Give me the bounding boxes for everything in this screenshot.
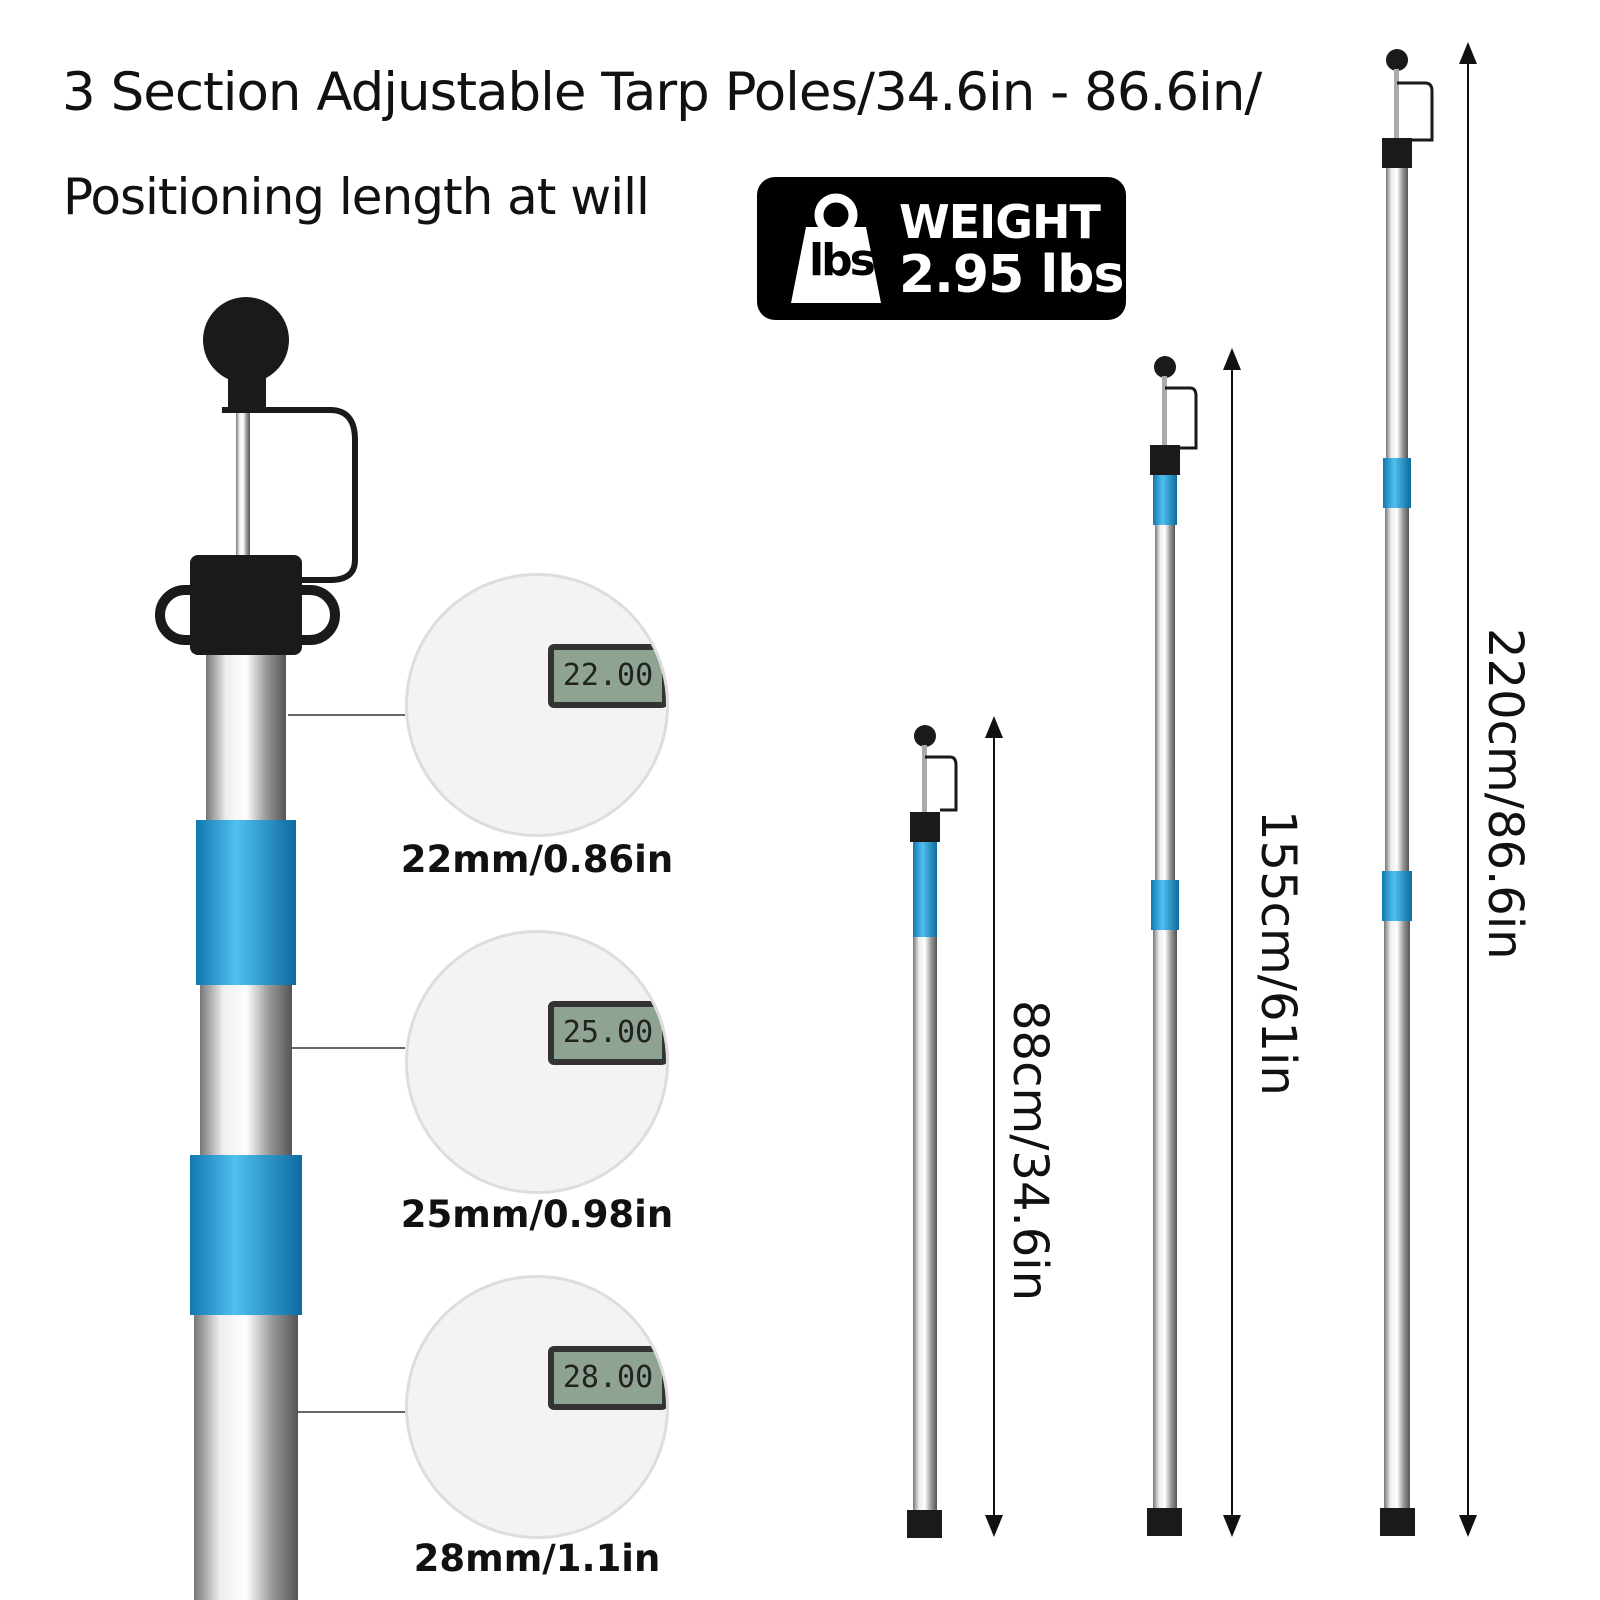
caliper-photo-22mm: 22.00 [405, 573, 669, 837]
caliper-reading: 22.00 [548, 644, 666, 708]
large-pole-closeup [155, 297, 405, 1600]
weight-badge: lbs WEIGHT 2.95 lbs [757, 177, 1126, 320]
length-label-220cm: 220cm/86.6in [1477, 628, 1533, 960]
pole-88cm [907, 716, 1003, 1538]
caliper-photo-25mm: 25.00 [405, 930, 669, 1194]
weight-label: WEIGHT [899, 195, 1101, 249]
weight-icon-label: lbs [809, 235, 876, 286]
pole-220cm [1380, 42, 1477, 1537]
weight-value: 2.95 lbs [899, 245, 1124, 305]
diameter-label: 28mm/1.1in [413, 1537, 661, 1580]
diameter-label: 25mm/0.98in [400, 1193, 674, 1236]
caliper-reading: 28.00 [548, 1346, 666, 1410]
caliper-photo-28mm: 28.00 [405, 1275, 669, 1539]
pole-155cm [1147, 348, 1241, 1537]
length-label-155cm: 155cm/61in [1250, 810, 1306, 1096]
diameter-label: 22mm/0.86in [400, 838, 674, 881]
weight-icon [791, 193, 881, 303]
page-title: 3 Section Adjustable Tarp Poles/34.6in -… [62, 62, 1262, 123]
caliper-reading: 25.00 [548, 1001, 666, 1065]
page-subtitle: Positioning length at will [63, 168, 650, 226]
length-label-88cm: 88cm/34.6in [1002, 1000, 1058, 1302]
